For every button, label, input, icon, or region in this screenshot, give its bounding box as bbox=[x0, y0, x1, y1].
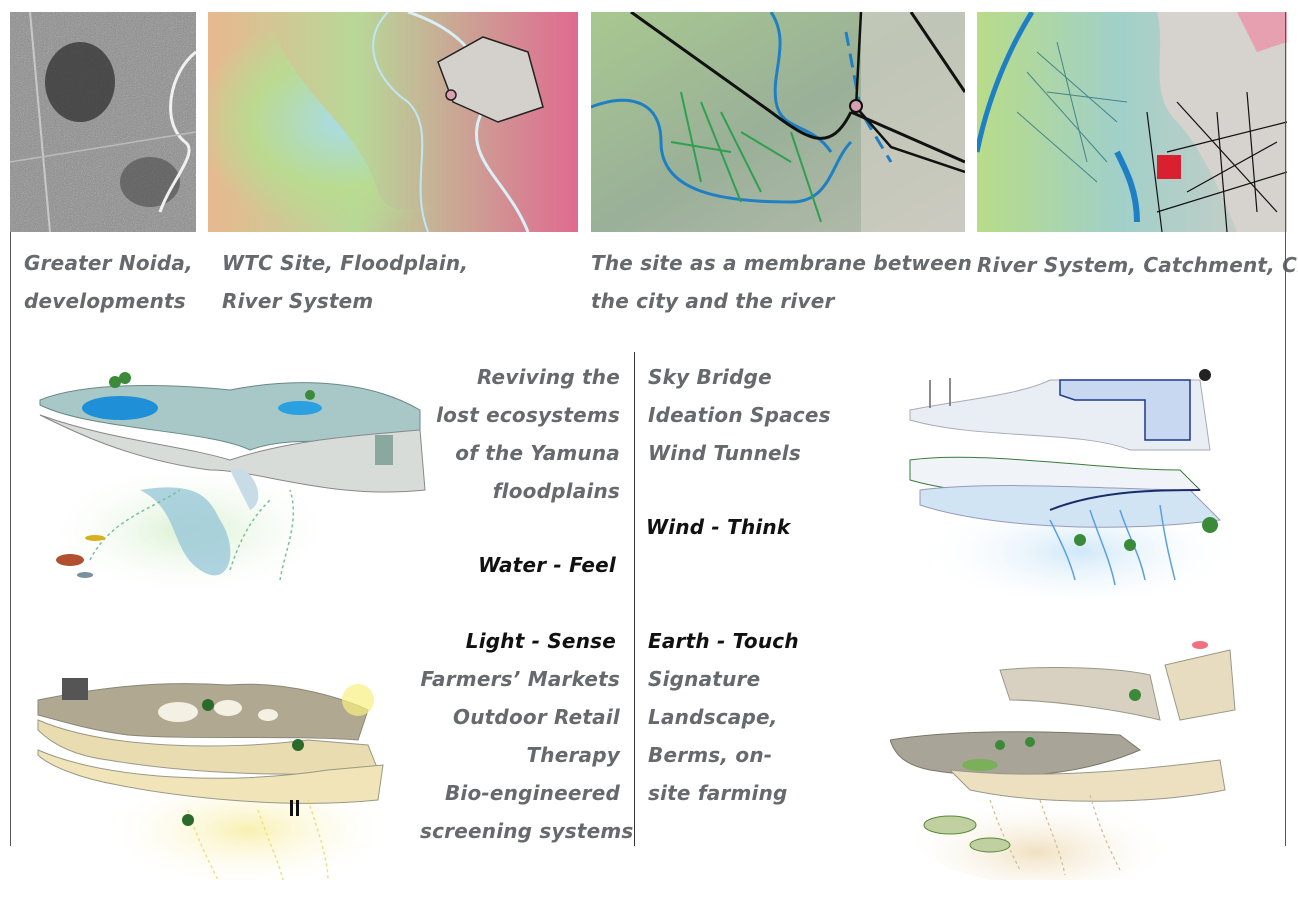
wind-think-title: Wind - Think bbox=[646, 508, 790, 546]
text-line: Bio-engineered bbox=[444, 781, 620, 805]
concept-title: Water - Feel bbox=[478, 553, 616, 577]
caption-line: River System bbox=[222, 289, 374, 313]
text-line: Signature bbox=[648, 667, 761, 691]
text-line: floodplains bbox=[492, 479, 620, 503]
earth-block: Earth - Touch Signature Landscape, Berms… bbox=[648, 622, 799, 812]
concept-title: Light - Sense bbox=[465, 629, 616, 653]
left-frame-line bbox=[10, 232, 11, 846]
water-feel-title: Water - Feel bbox=[420, 546, 616, 584]
caption-membrane: The site as a membrane between the city … bbox=[591, 244, 972, 320]
wind-items: Sky Bridge Ideation Spaces Wind Tunnels bbox=[648, 358, 831, 472]
right-frame-line bbox=[1285, 12, 1286, 846]
caption-river-system: River System, Catchment, City bbox=[977, 246, 1298, 284]
caption-line: the city and the river bbox=[591, 289, 835, 313]
caption-line: Greater Noida, bbox=[24, 251, 193, 275]
caption-line: developments bbox=[24, 289, 186, 313]
map-greater-noida bbox=[10, 12, 196, 232]
catchment-map bbox=[977, 12, 1287, 232]
map-river-system bbox=[977, 12, 1287, 232]
wind-diagram bbox=[909, 369, 1240, 600]
concept-title: Earth - Touch bbox=[648, 629, 799, 653]
earth-diagram bbox=[890, 641, 1236, 880]
light-diagram bbox=[37, 678, 398, 890]
caption-line: The site as a membrane between bbox=[591, 251, 973, 275]
satellite-image bbox=[10, 12, 196, 232]
water-diagram bbox=[39, 372, 426, 600]
caption-wtc-site: WTC Site, Floodplain, River System bbox=[222, 244, 468, 320]
water-intro: Reviving the lost ecosystems of the Yamu… bbox=[420, 358, 620, 510]
text-line: lost ecosystems bbox=[436, 403, 620, 427]
center-divider bbox=[634, 352, 635, 846]
text-line: Berms, on- bbox=[648, 743, 773, 767]
caption-line: River System, Catchment, City bbox=[977, 253, 1298, 277]
light-block: Light - Sense Farmers’ Markets Outdoor R… bbox=[420, 622, 634, 850]
map-wtc-site bbox=[208, 12, 578, 232]
text-line: Reviving the bbox=[476, 365, 620, 389]
floodplain-map bbox=[208, 12, 578, 232]
membrane-map bbox=[591, 12, 965, 232]
caption-line: WTC Site, Floodplain, bbox=[222, 251, 469, 275]
text-line: site farming bbox=[648, 781, 788, 805]
text-line: Ideation Spaces bbox=[648, 403, 831, 427]
text-line: Sky Bridge bbox=[648, 365, 772, 389]
concept-title: Wind - Think bbox=[646, 515, 791, 539]
text-line: screening systems bbox=[420, 819, 634, 843]
text-line: Farmers’ Markets bbox=[420, 667, 620, 691]
caption-greater-noida: Greater Noida, developments bbox=[24, 244, 193, 320]
text-line: Wind Tunnels bbox=[648, 441, 801, 465]
text-line: Outdoor Retail bbox=[453, 705, 620, 729]
text-line: of the Yamuna bbox=[455, 441, 620, 465]
text-line: Therapy bbox=[526, 743, 620, 767]
text-line: Landscape, bbox=[648, 705, 778, 729]
map-membrane bbox=[591, 12, 965, 232]
